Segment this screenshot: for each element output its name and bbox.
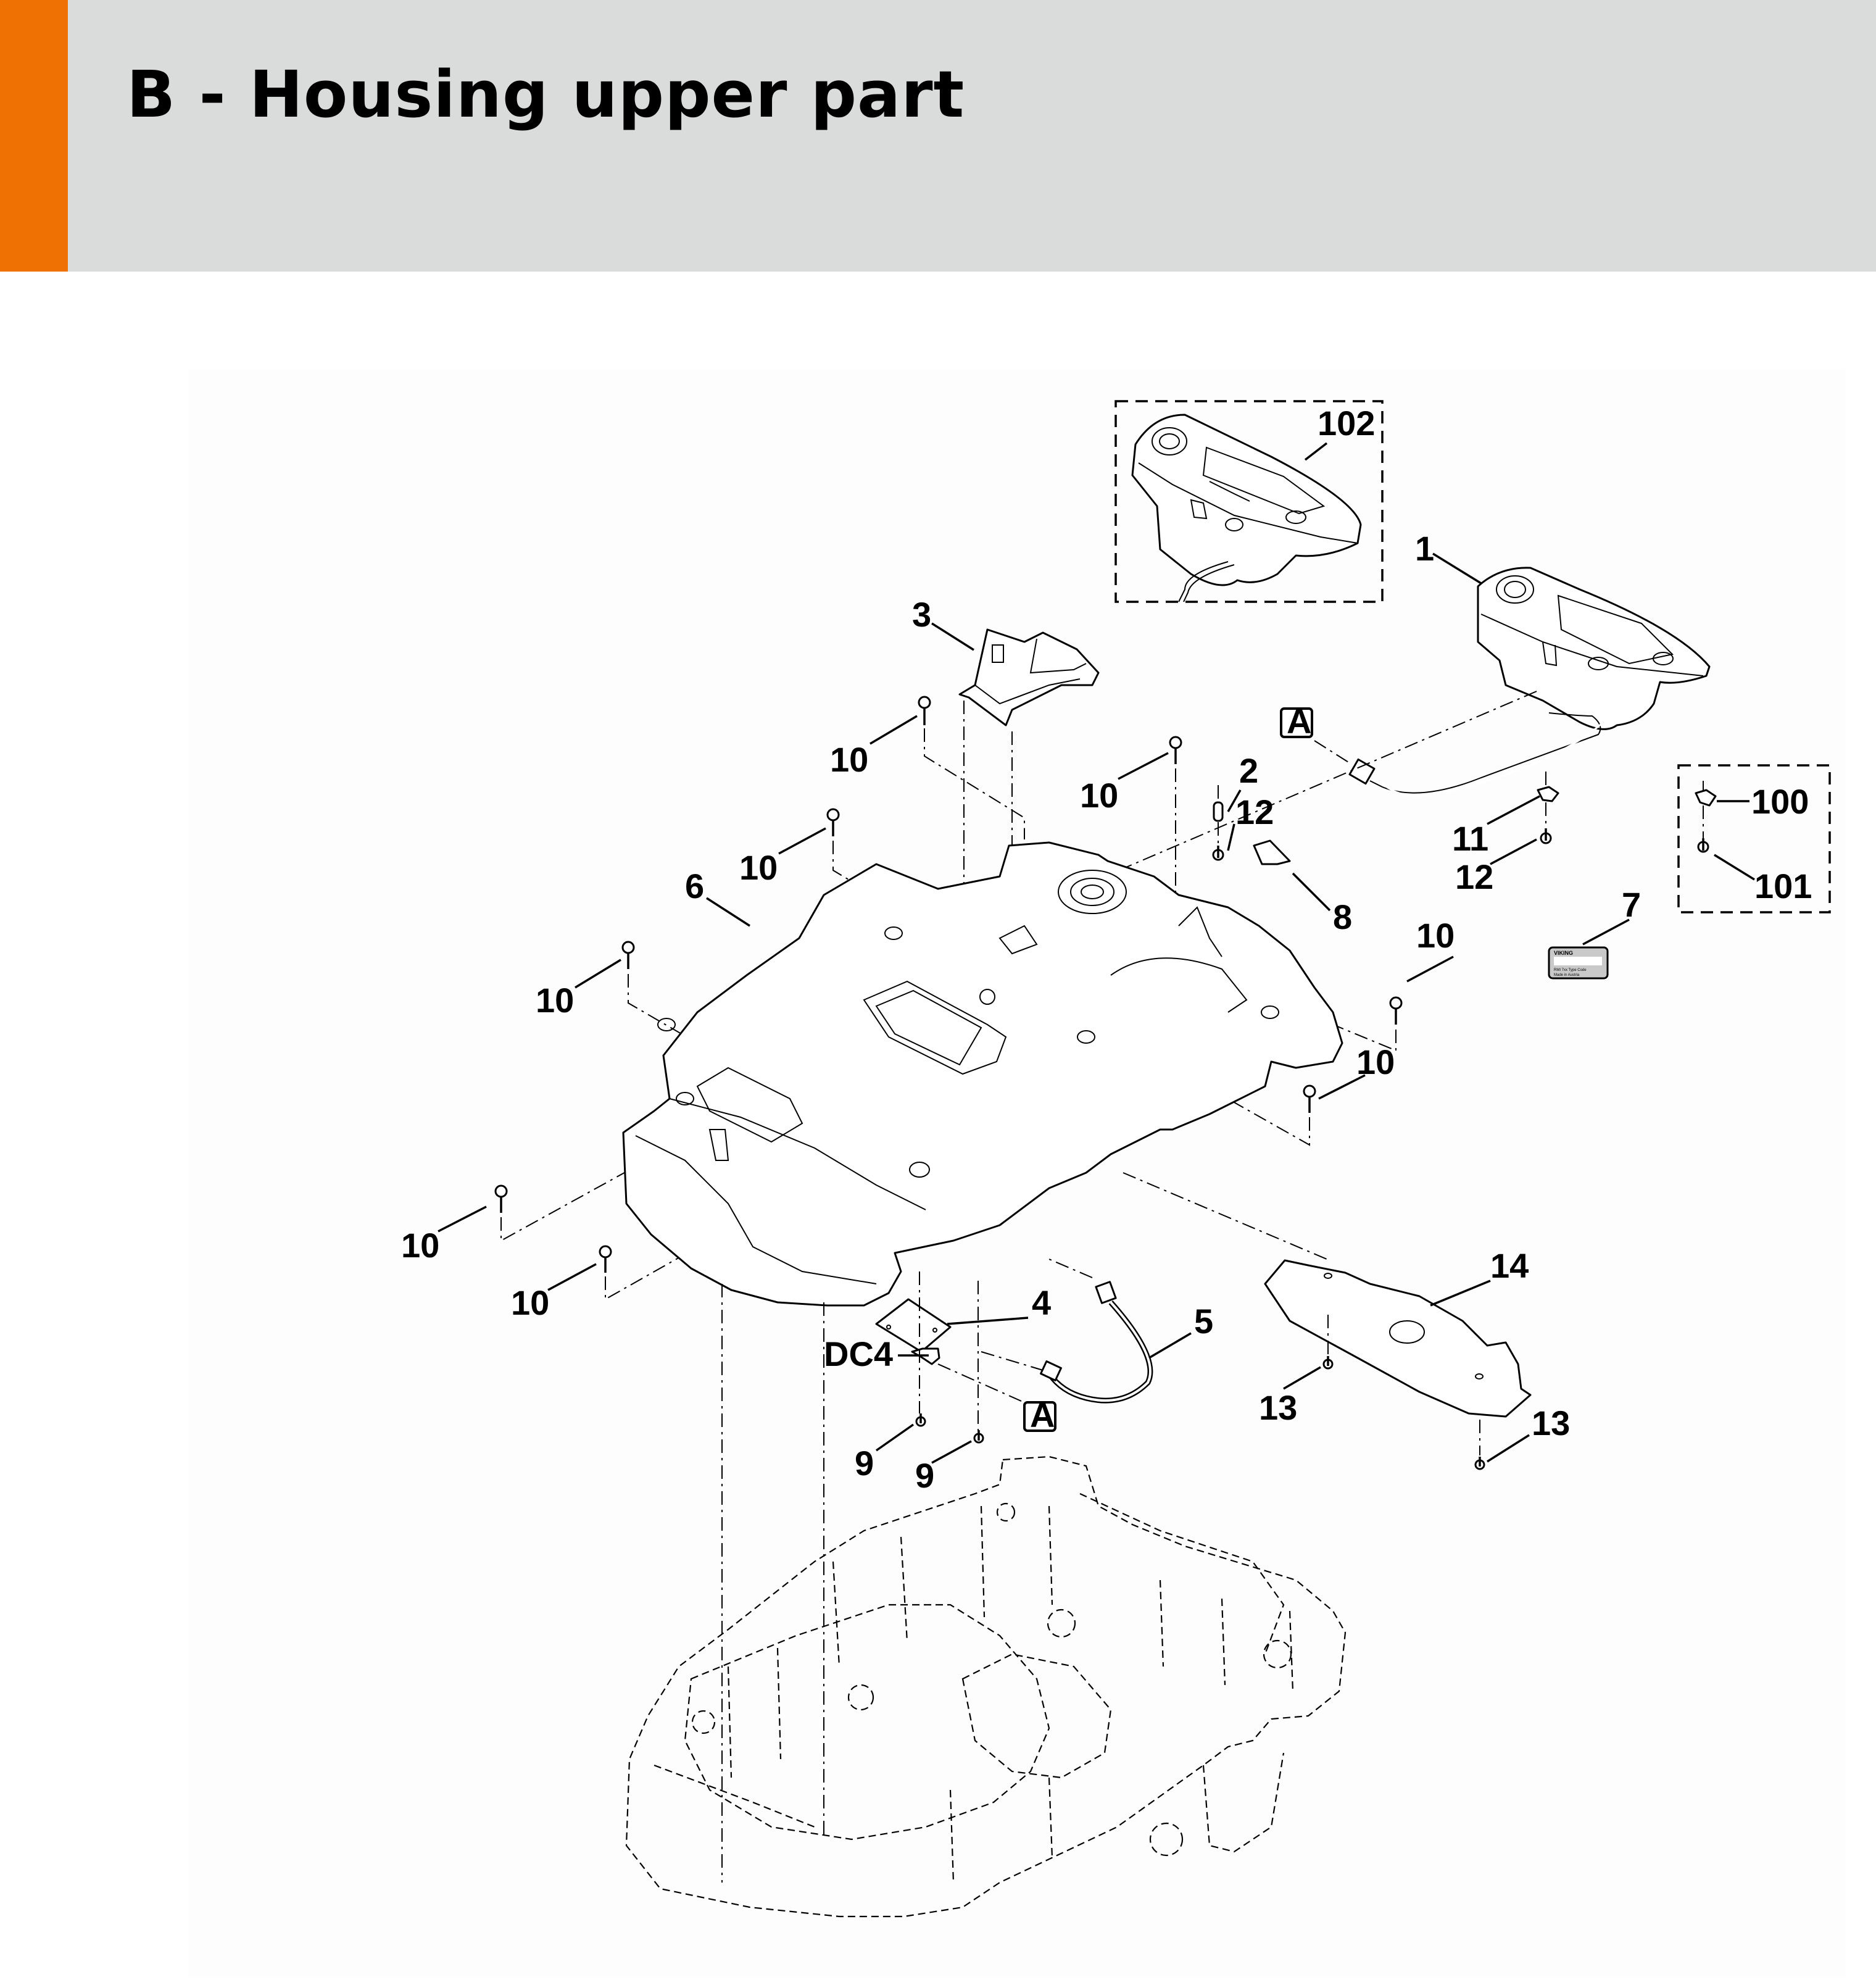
- callout-101: 101: [1754, 867, 1812, 905]
- header-accent-bar: [0, 0, 68, 272]
- cover-3: [958, 628, 1100, 726]
- callout-9-a: 9: [855, 1444, 874, 1483]
- callout-9-b: 9: [915, 1456, 934, 1495]
- callout-10-h: 10: [401, 1226, 439, 1265]
- callout-10-c: 10: [739, 848, 778, 887]
- callout-6: 6: [685, 867, 704, 905]
- callout-7: 7: [1622, 885, 1641, 924]
- callout-11: 11: [1452, 819, 1488, 858]
- screw-9-b: [973, 1430, 984, 1444]
- callout-a-top: A: [1287, 702, 1311, 741]
- callout-10-i: 10: [511, 1283, 549, 1322]
- screw-10-f: [1303, 1084, 1316, 1113]
- callout-12-a: 12: [1235, 793, 1274, 831]
- page-header: B - Housing upper part: [0, 0, 1876, 272]
- screw-13-a: [1322, 1315, 1334, 1370]
- callout-13-b: 13: [1532, 1404, 1570, 1442]
- callout-3: 3: [912, 595, 931, 634]
- screw-10-a: [918, 696, 931, 725]
- callout-10-e: 10: [1416, 916, 1455, 955]
- callout-10-b: 10: [1080, 776, 1118, 815]
- housing-upper-part-6: [622, 841, 1343, 1307]
- screw-13-b: [1474, 1420, 1485, 1470]
- clip-100: [1695, 781, 1717, 838]
- cable-harness-5: [1040, 1281, 1153, 1404]
- pin-2: [1213, 785, 1224, 822]
- chassis-lower-housing-ghost: [625, 1455, 1347, 1918]
- plate-14: [1264, 1259, 1532, 1418]
- label-brand: VIKING: [1554, 950, 1573, 956]
- clip-11: [1537, 772, 1559, 827]
- reference-box-a-bottom: [1023, 1401, 1056, 1432]
- screw-12-b: [1540, 828, 1552, 844]
- callout-4: 4: [1032, 1283, 1051, 1322]
- callout-13-a: 13: [1259, 1388, 1297, 1427]
- control-panel-1: [1369, 567, 1711, 794]
- screw-10-d: [621, 941, 635, 969]
- kit-box-102: [1114, 400, 1384, 603]
- control-panel-102: [1131, 414, 1362, 602]
- callout-2: 2: [1239, 751, 1258, 790]
- callout-dc4: DC4: [824, 1334, 893, 1373]
- callout-10-f: 10: [1356, 1042, 1395, 1081]
- screw-10-b: [1169, 736, 1182, 764]
- kit-box-100-101: [1677, 764, 1831, 913]
- screw-10-h: [494, 1184, 508, 1213]
- screw-10-i: [599, 1245, 612, 1273]
- callout-102: 102: [1318, 404, 1375, 443]
- label-origin: Made in Austria: [1554, 973, 1580, 977]
- callout-1: 1: [1415, 529, 1434, 568]
- callout-12-b: 12: [1455, 857, 1493, 896]
- label-type: RMI 7xx Type Code: [1554, 968, 1587, 972]
- rating-plate-label-7: VIKING RMI 7xx Type Code Made in Austria: [1548, 946, 1609, 980]
- callout-14: 14: [1490, 1246, 1529, 1285]
- screw-101: [1697, 838, 1709, 853]
- callout-a-bottom: A: [1030, 1396, 1055, 1434]
- callout-10-a: 10: [830, 740, 868, 779]
- reference-box-a-top: [1280, 707, 1313, 738]
- cover-plate-8: [1253, 839, 1291, 865]
- callout-100: 100: [1751, 782, 1809, 821]
- screw-12-a: [1212, 822, 1224, 861]
- screw-9-a: [915, 1413, 926, 1427]
- screw-10-c: [826, 808, 840, 836]
- callout-8: 8: [1333, 897, 1352, 936]
- screw-10-e: [1389, 996, 1403, 1025]
- callout-5: 5: [1194, 1302, 1213, 1341]
- callout-10-d: 10: [536, 981, 574, 1020]
- page-title: B - Housing upper part: [127, 57, 965, 132]
